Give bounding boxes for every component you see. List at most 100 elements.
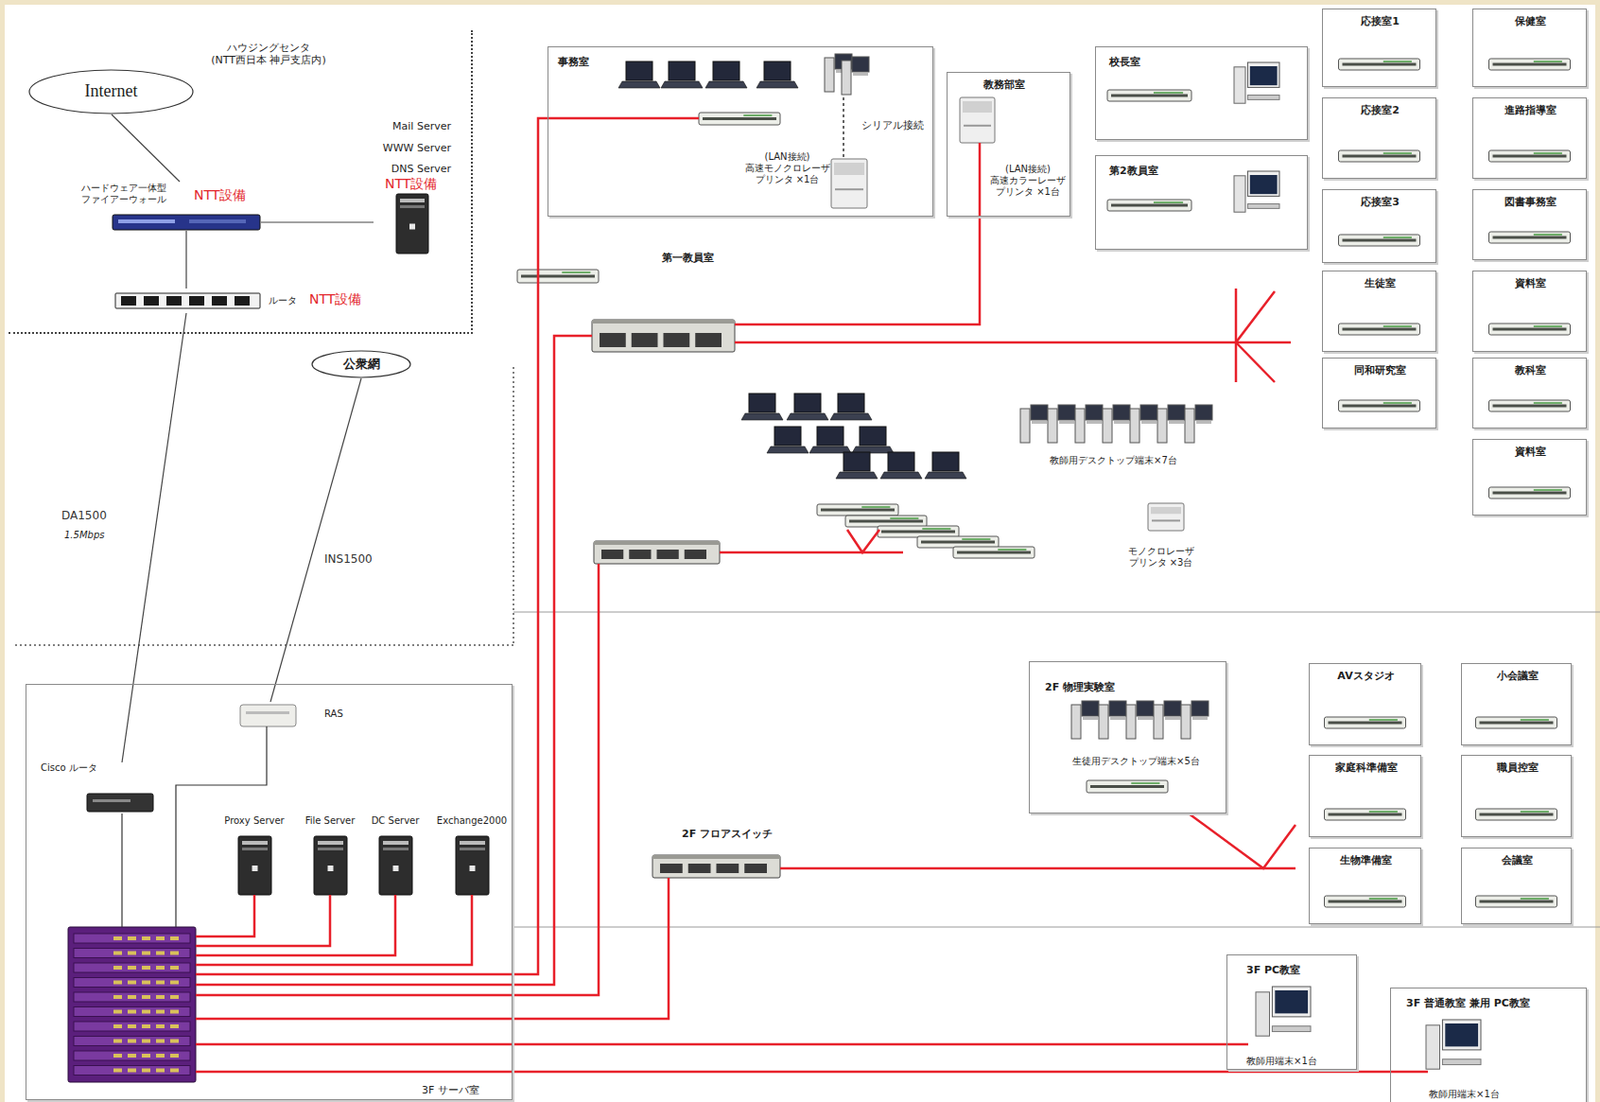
room-box: 生徒室 <box>1321 270 1437 352</box>
shape <box>743 114 772 117</box>
shape <box>959 97 995 143</box>
node-text: ルータ <box>268 295 297 307</box>
shape <box>170 1053 179 1058</box>
shape <box>834 162 865 175</box>
shape <box>127 1068 137 1073</box>
wire <box>842 97 845 157</box>
shape <box>1533 325 1563 328</box>
shape <box>127 1024 137 1028</box>
shape <box>1271 986 1311 1017</box>
shape <box>1167 404 1185 420</box>
shape <box>313 835 348 895</box>
wire <box>1235 291 1275 383</box>
shape <box>1107 199 1192 211</box>
network-ellipse: Internet <box>28 69 194 115</box>
node-text: Cisco ルータ <box>40 762 98 774</box>
shape <box>593 540 720 545</box>
node-text: Internet <box>85 81 139 103</box>
shape <box>1181 704 1191 739</box>
shape <box>4 4 1596 1102</box>
wire <box>195 335 592 985</box>
shape <box>741 413 783 420</box>
shape <box>141 1068 151 1073</box>
shape <box>1030 404 1048 420</box>
shape <box>156 1053 165 1058</box>
room-box: 教科室 <box>1472 357 1587 429</box>
node-text: Proxy Server <box>224 815 284 827</box>
room-box: 3F PC教室教師用端末×1台 <box>1226 954 1357 1070</box>
shape <box>1081 700 1099 716</box>
shape <box>141 1009 151 1014</box>
shape <box>962 101 992 113</box>
shape <box>1082 716 1098 720</box>
shape <box>382 840 409 845</box>
device-node: Cisco ルータ <box>37 762 157 814</box>
room-box: 職員控室 <box>1460 754 1572 837</box>
shape <box>1342 404 1417 408</box>
shape <box>1247 204 1280 209</box>
shape <box>961 538 991 540</box>
shape <box>1090 784 1165 788</box>
node-text: 小会議室 <box>1496 669 1539 682</box>
shape <box>852 72 869 76</box>
shape <box>1141 420 1157 424</box>
shape <box>1342 155 1417 158</box>
shape <box>861 505 890 508</box>
shape <box>1234 67 1246 104</box>
shape <box>924 471 967 479</box>
room-box: 小会議室 <box>1460 662 1572 746</box>
shape <box>744 863 767 873</box>
shape <box>1520 718 1549 721</box>
shape <box>141 1039 151 1044</box>
shape <box>837 393 865 413</box>
node-text: ハウジングセンタ (NTT西日本 神戸支店内) <box>197 41 340 67</box>
shape <box>73 1021 191 1031</box>
node-text: 2F 物理実験室 <box>1044 680 1115 694</box>
node-text: 第2教員室 <box>1109 164 1159 177</box>
device-node: File Server <box>296 815 364 897</box>
room-box: 会議室 <box>1460 847 1572 924</box>
shape <box>517 269 599 283</box>
room-box: 3F 普通教室 兼用 PC教室教師用端末×1台 <box>1390 987 1587 1102</box>
node-text: Exchange2000 <box>436 815 507 827</box>
shape <box>841 60 852 95</box>
shape <box>1137 716 1153 720</box>
shape <box>73 991 191 1002</box>
shape <box>881 530 956 534</box>
room-box: 応接室1 <box>1321 8 1437 87</box>
shape <box>92 799 131 802</box>
free-label: INS1500 <box>324 552 373 566</box>
shape <box>1192 716 1208 720</box>
shape <box>1196 420 1212 424</box>
shape <box>1271 1026 1311 1032</box>
shape <box>1520 810 1549 813</box>
node-text: 3F PC教室 <box>1246 963 1301 976</box>
room-box: 家庭科準備室 <box>1308 754 1422 837</box>
shape <box>1489 58 1571 70</box>
room-box: 資料室 <box>1472 270 1587 352</box>
device-node: ハードウェア一体型 ファイアーウォールNTT設備 <box>81 181 261 231</box>
shape <box>396 193 429 254</box>
shape <box>1047 408 1058 443</box>
shape <box>1339 150 1421 162</box>
shape <box>1110 716 1126 720</box>
shape <box>1113 420 1130 424</box>
shape <box>73 1007 191 1017</box>
shape <box>1493 491 1567 495</box>
shape <box>1479 900 1554 904</box>
wire <box>734 142 980 325</box>
shape <box>1059 420 1075 424</box>
node-text: 保健室 <box>1514 15 1547 28</box>
shape <box>1150 506 1182 514</box>
node-text: 事務室 <box>557 55 590 69</box>
shape <box>400 198 425 203</box>
shape <box>1328 900 1403 904</box>
shape <box>127 980 137 985</box>
shape <box>1130 782 1160 784</box>
free-label: 第一教員室 <box>661 251 714 264</box>
shape <box>1151 519 1181 522</box>
shape <box>830 413 872 420</box>
device-node: DC Server <box>365 815 426 897</box>
shape <box>1247 95 1280 101</box>
